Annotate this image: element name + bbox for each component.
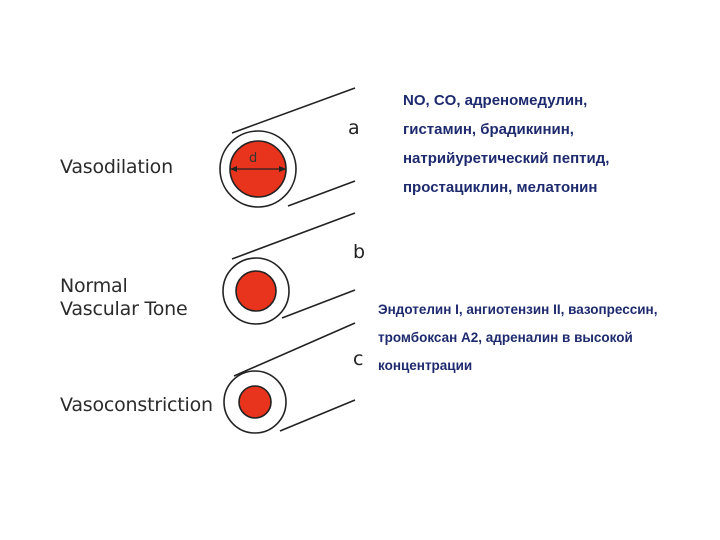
letter-c: c <box>353 348 364 370</box>
vasodilators-line: NO, CO, адреномедулин, <box>403 92 588 109</box>
lumen-b <box>235 270 277 312</box>
vasoconstrictors-line: концентрации <box>378 358 473 373</box>
letter-a: a <box>348 117 360 139</box>
vasodilators-line: простациклин, мелатонин <box>403 179 598 196</box>
vasodilators-list: NO, CO, адреномедулин, гистамин, брадики… <box>403 86 609 202</box>
vessel-b-normal <box>222 212 356 325</box>
vasoconstrictors-line: Эндотелин I, ангиотензин II, вазопрессин… <box>378 302 658 317</box>
vasodilators-line: натрийуретический пептид, <box>403 150 610 167</box>
letter-d: d <box>249 151 258 166</box>
lumen-c <box>238 385 272 419</box>
vessel-a-dilated <box>219 87 356 208</box>
label-vasodilation: Vasodilation <box>60 156 173 178</box>
label-vascular-tone: Vascular Tone <box>60 298 188 320</box>
vasoconstrictors-list: Эндотелин I, ангиотензин II, вазопрессин… <box>378 296 657 380</box>
vessel-c-constricted <box>223 322 356 434</box>
vasodilators-line: гистамин, брадикинин, <box>403 121 574 138</box>
vasoconstrictors-line: тромбоксан А2, адреналин в высокой <box>378 330 633 345</box>
label-vasoconstriction: Vasoconstriction <box>60 394 213 416</box>
label-normal: Normal <box>60 275 128 297</box>
letter-b: b <box>353 241 366 263</box>
